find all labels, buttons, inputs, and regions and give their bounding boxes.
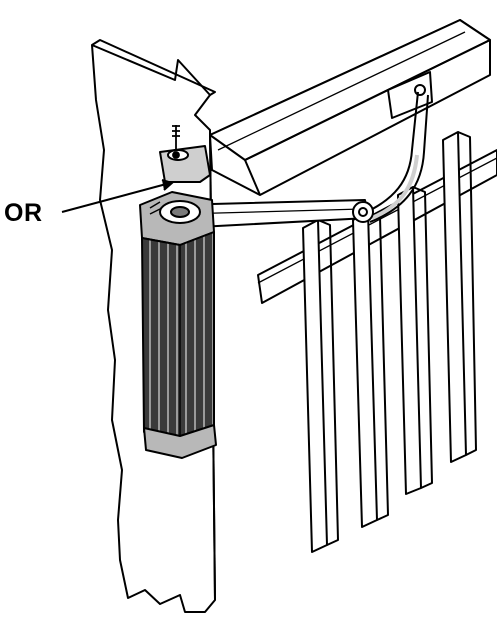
gate-top-beam xyxy=(209,19,491,196)
callout-leader-line xyxy=(61,179,175,213)
callout-label: OR xyxy=(4,199,43,227)
operator-body xyxy=(141,231,215,441)
operator-end-cap xyxy=(143,424,217,459)
gate-pickets xyxy=(302,131,477,553)
bolt xyxy=(172,125,180,159)
mounting-bracket xyxy=(159,145,211,183)
operator-head xyxy=(139,191,215,246)
